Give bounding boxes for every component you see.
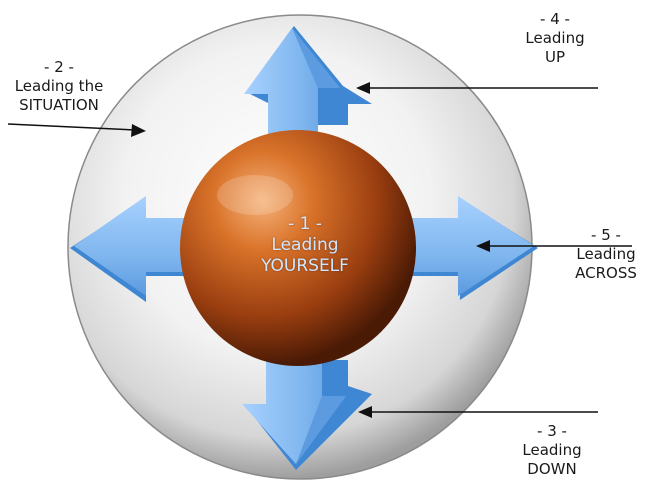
label-line1: Leading [525,29,585,47]
label-number: - 5 - [591,226,621,244]
leader-line-up [356,82,598,94]
arrow-right [410,196,538,300]
core-sphere [180,130,416,366]
label-number: - 1 - [288,214,322,234]
label-leading-across: - 5 - Leading ACROSS [556,226,656,283]
label-number: - 4 - [540,10,570,28]
core-highlight [217,175,293,215]
leader-line-across [476,240,632,252]
label-line2: DOWN [527,460,577,478]
label-leading-situation: - 2 - Leading the SITUATION [4,58,114,115]
leader-line-situation [7,123,146,137]
label-line1: Leading [522,441,582,459]
label-line2: ACROSS [575,264,637,282]
leader-line-down [358,406,598,418]
label-line1: Leading [576,245,636,263]
arrow-up [244,26,372,138]
label-line1: Leading [271,235,339,255]
arrow-down [242,355,372,470]
label-line1: Leading the [14,77,104,95]
label-leading-yourself: - 1 - Leading YOURSELF [215,214,395,277]
label-number: - 2 - [44,58,74,76]
label-line2: YOURSELF [261,256,349,276]
label-line2: UP [544,48,566,66]
label-line2: SITUATION [19,96,99,114]
label-number: - 3 - [537,422,567,440]
label-leading-up: - 4 - Leading UP [505,10,605,67]
label-leading-down: - 3 - Leading DOWN [502,422,602,479]
arrow-left [70,196,200,302]
